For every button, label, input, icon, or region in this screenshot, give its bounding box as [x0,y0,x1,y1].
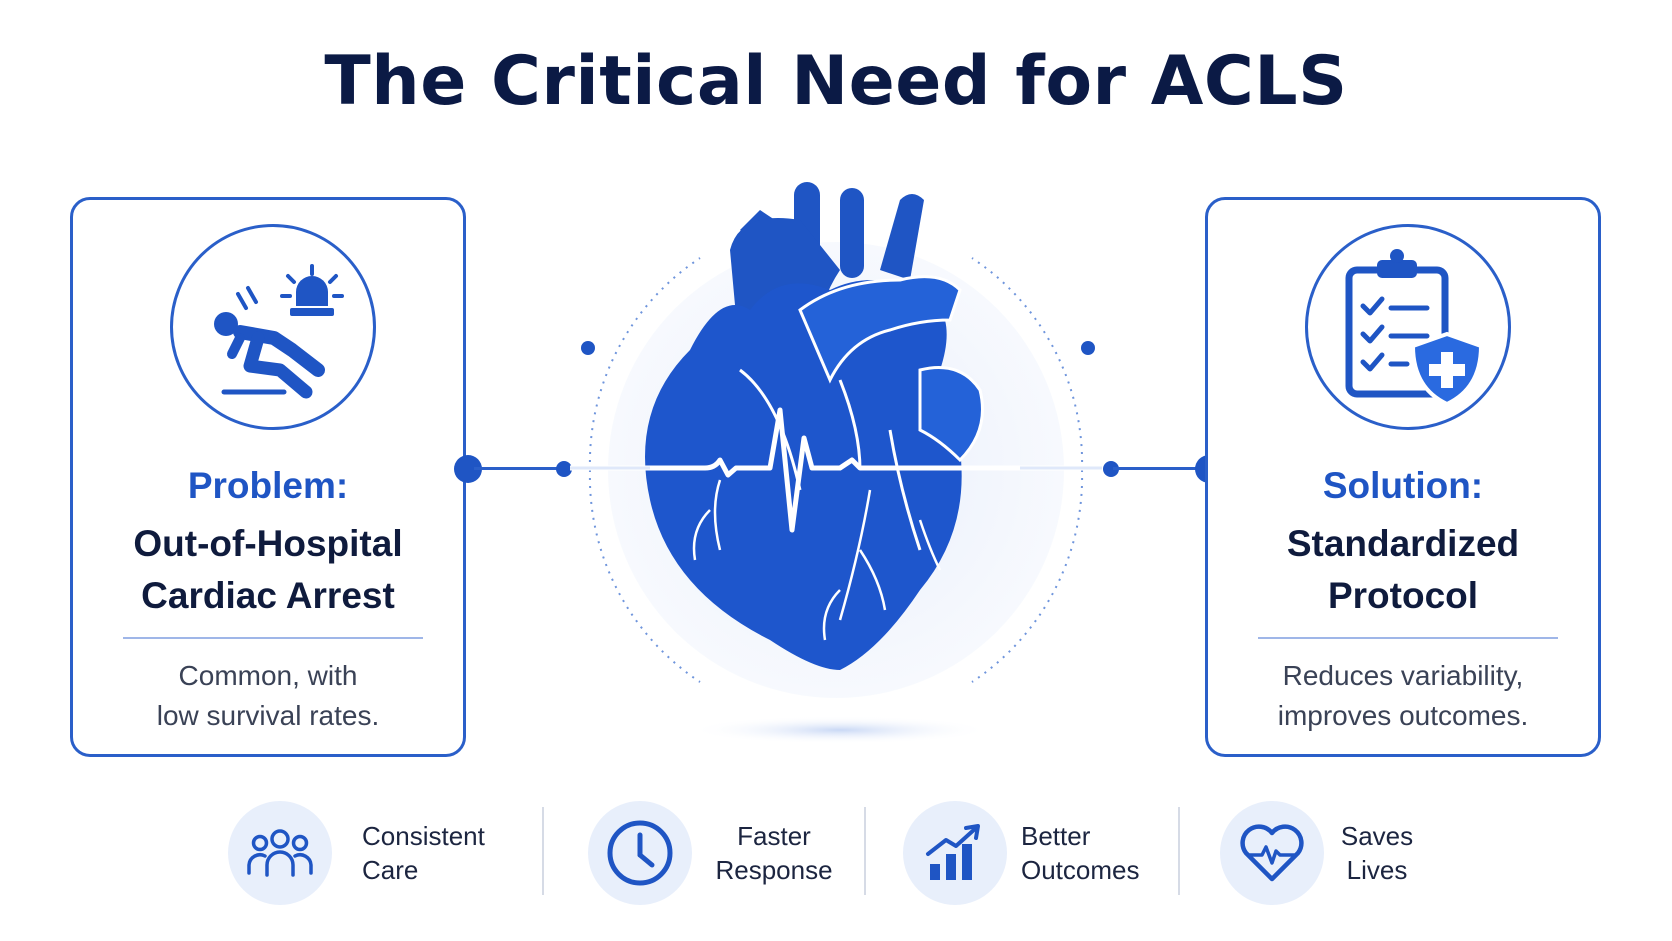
feature-icon-circle [1220,801,1324,905]
feature-icon-circle [228,801,332,905]
feature-saves-lives: Saves Lives [1220,797,1440,907]
problem-divider [123,637,423,639]
feature-line-1: Saves [1340,821,1414,851]
problem-card: Problem: Out-of-Hospital Cardiac Arrest … [70,197,466,757]
feature-text: Faster Response [714,819,834,887]
problem-heading: Out-of-Hospital Cardiac Arrest [73,518,463,622]
right-connector-line [1113,467,1203,470]
solution-divider [1258,637,1558,639]
clipboard-shield-icon [1345,249,1484,407]
feature-icon-circle [588,801,692,905]
solution-heading: Standardized Protocol [1208,518,1598,622]
heart-pulse-icon [1240,824,1304,882]
solution-icon-ring [1305,224,1511,430]
bar-chart-up-icon [926,824,980,880]
solution-card: Solution: Standardized Protocol Reduces … [1205,197,1601,757]
center-heart-illustration [540,170,1132,770]
problem-desc-line-1: Common, with [178,660,358,691]
feature-separator [1178,807,1180,895]
solution-label: Solution: [1322,465,1484,506]
feature-line-2: Response [715,855,833,885]
solution-desc-line-2: improves outcomes. [1277,700,1529,731]
feature-separator [864,807,866,895]
feature-text: Saves Lives [1332,819,1422,887]
problem-description: Common, with low survival rates. [73,656,463,736]
problem-heading-line-1: Out-of-Hospital [133,523,403,564]
feature-line-2: Outcomes [1021,855,1140,885]
feature-consistent-care: Consistent Care [228,797,508,907]
solution-desc-line-1: Reduces variability, [1282,660,1524,691]
feature-text: Consistent Care [362,819,485,887]
people-group-icon [247,829,313,877]
solution-heading-line-2: Protocol [1327,575,1479,616]
feature-faster-response: Faster Response [588,797,848,907]
feature-line-1: Faster [737,821,811,851]
left-connector-line [474,467,564,470]
feature-better-outcomes: Better Outcomes [903,797,1163,907]
problem-label: Problem: [187,465,349,506]
solution-heading-line-1: Standardized [1286,523,1520,564]
feature-separator [542,807,544,895]
feature-icon-circle [903,801,1007,905]
solution-description: Reduces variability, improves outcomes. [1208,656,1598,736]
feature-line-1: Consistent [362,821,485,851]
person-collapse-alarm-icon [214,264,344,399]
problem-icon-ring [170,224,376,430]
problem-desc-line-2: low survival rates. [156,700,380,731]
feature-line-1: Better [1021,821,1091,851]
clock-icon [607,820,673,886]
problem-heading-line-2: Cardiac Arrest [141,575,395,616]
left-connector [454,455,574,483]
right-connector-dot-small [1103,461,1119,477]
heart-ecg-icon [570,182,1102,744]
feature-line-2: Care [362,855,419,885]
left-connector-dot-small [556,461,572,477]
page-title: The Critical Need for ACLS [324,42,1348,121]
feature-text: Better Outcomes [1021,819,1140,887]
benefits-row: Consistent Care Faster Response [220,797,1470,907]
feature-line-2: Lives [1346,855,1408,885]
